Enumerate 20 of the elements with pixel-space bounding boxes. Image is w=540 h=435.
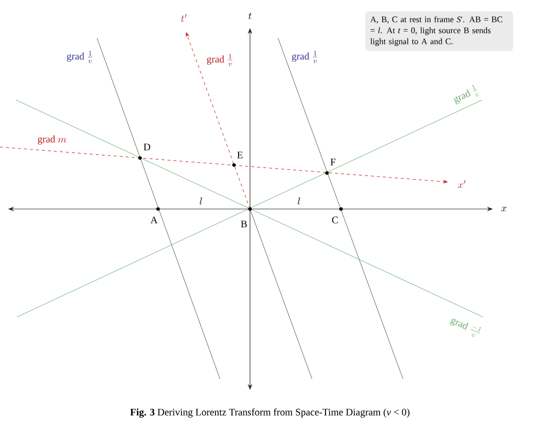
axis-label: $x$ bbox=[501, 206, 506, 212]
point-label: C bbox=[332, 216, 338, 224]
distance-label: $l$ bbox=[298, 198, 300, 205]
gradient-label: $\mathrm{grad}\ \frac{1}{v}$ bbox=[292, 50, 318, 63]
distance-label: $l$ bbox=[200, 198, 202, 205]
point-label: F bbox=[330, 158, 336, 166]
point-label: E bbox=[237, 152, 243, 158]
point-label: B bbox=[240, 220, 247, 228]
point-label: D bbox=[144, 144, 150, 150]
axis-label: $t'$ bbox=[181, 14, 186, 22]
axis-label: $x'$ bbox=[458, 180, 466, 188]
point-label: A bbox=[150, 216, 158, 224]
gradient-label: $\mathrm{grad}\ \frac{1}{c}$ bbox=[454, 85, 479, 104]
axis-label: $t$ bbox=[248, 12, 252, 20]
gradient-label: $\mathrm{grad}\ \frac{1}{v}$ bbox=[206, 54, 232, 66]
gradient-label: $\mathrm{grad}\ \frac{-1}{c}$ bbox=[450, 318, 481, 337]
note-box: A, B, C at rest in frame S′. AB = BC = l. At t = 0, light source B sends light signal to A and C. bbox=[365, 11, 514, 52]
caption: Fig. 3 Deriving Lorentz Transform from Space-Time Diagram (v < 0) bbox=[130, 408, 410, 418]
gradient-label: $\mathrm{grad}\ \frac{1}{v}$ bbox=[66, 50, 92, 63]
gradient-label: $\mathrm{grad}\ m$ bbox=[38, 135, 66, 145]
